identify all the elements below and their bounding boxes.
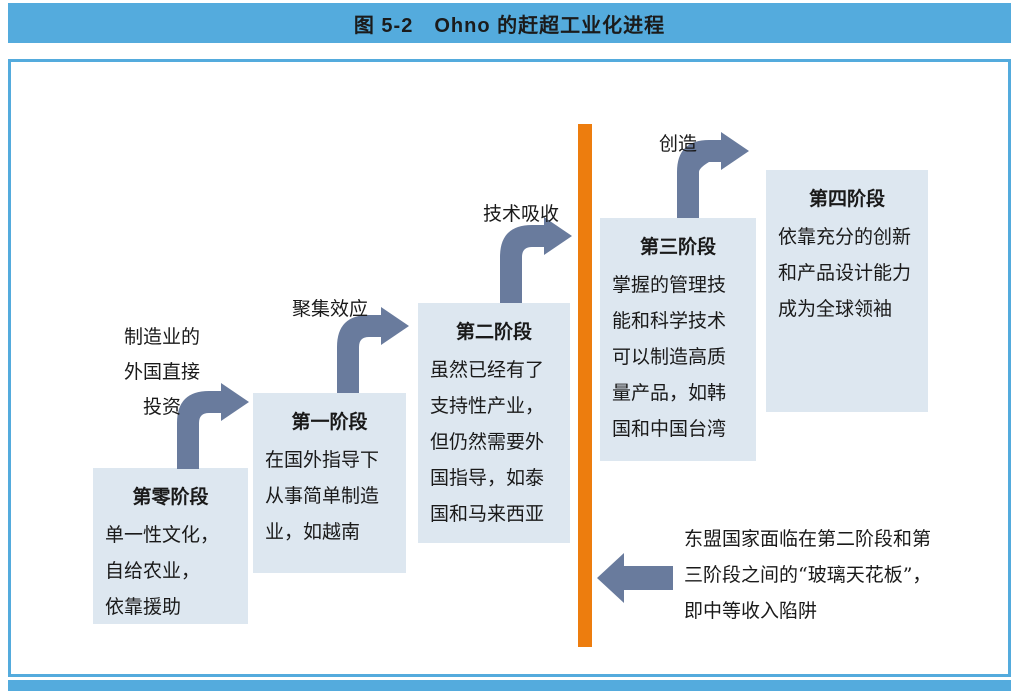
arrow-label-fdi: 制造业的 外国直接 投资 <box>123 326 200 418</box>
arrow-label-creation: 创造 <box>658 133 697 155</box>
stage-box-3: 第三阶段 掌握的管理技 能和科学技术 可以制造高质 量产品，如韩 国和中国台湾 <box>600 218 756 461</box>
stage-title: 第二阶段 <box>455 321 532 343</box>
figure-title: 图 5-2 Ohno 的赶超工业化进程 <box>353 14 666 37</box>
stage-title: 第三阶段 <box>639 236 716 258</box>
stage-body: 虽然已经有了 支持性产业， 但仍然需要外 国指导，如泰 国和马来西亚 <box>430 359 545 525</box>
stage-title: 第一阶段 <box>291 411 368 433</box>
stage-body: 在国外指导下 从事简单制造 业，如越南 <box>265 449 380 543</box>
stage-body: 单一性文化， 自给农业， 依靠援助 <box>105 524 220 618</box>
bent-up-right-arrow-icon <box>337 307 409 393</box>
stage-box-1: 第一阶段 在国外指导下 从事简单制造 业，如越南 <box>253 393 406 573</box>
bent-up-right-arrow-icon <box>500 217 572 303</box>
stage-title: 第四阶段 <box>808 188 885 210</box>
stage-body: 掌握的管理技 能和科学技术 可以制造高质 量产品，如韩 国和中国台湾 <box>612 274 727 440</box>
left-arrow-icon <box>597 553 673 603</box>
arrow-label-tech-absorption: 技术吸收 <box>482 203 559 225</box>
arrow-label-agglomeration: 聚集效应 <box>291 298 368 320</box>
bottom-rule <box>8 680 1011 691</box>
stage-body: 依靠充分的创新 和产品设计能力 成为全球领袖 <box>778 226 912 320</box>
stage-box-2: 第二阶段 虽然已经有了 支持性产业， 但仍然需要外 国指导，如泰 国和马来西亚 <box>418 303 570 543</box>
bent-up-right-arrow-icon <box>177 383 249 469</box>
stage-box-4: 第四阶段 依靠充分的创新 和产品设计能力 成为全球领袖 <box>766 170 928 412</box>
figure-title-bar: 图 5-2 Ohno 的赶超工业化进程 <box>8 3 1011 43</box>
bent-up-right-arrow-icon <box>677 132 749 218</box>
glass-ceiling-note: 东盟国家面临在第二阶段和第 三阶段之间的“玻璃天花板”， 即中等收入陷阱 <box>684 528 932 622</box>
stage-box-0: 第零阶段 单一性文化， 自给农业， 依靠援助 <box>93 468 248 624</box>
stage-title: 第零阶段 <box>132 486 209 508</box>
glass-ceiling-bar <box>578 124 592 647</box>
